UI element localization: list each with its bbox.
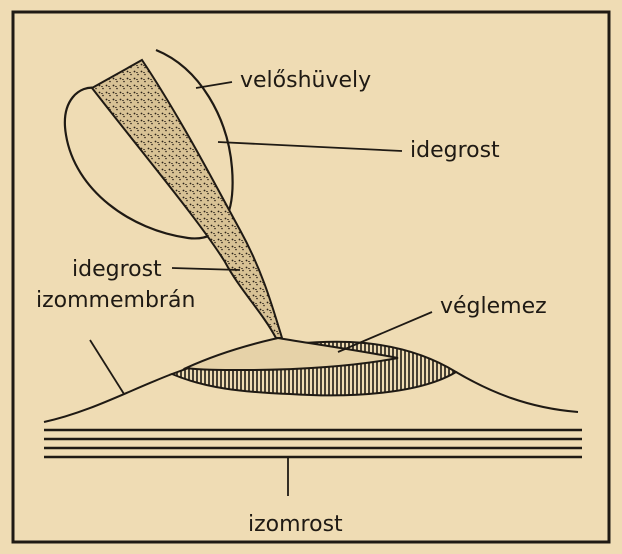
label-myelin-sheath: velőshüvely	[240, 70, 371, 92]
label-muscle-membrane: izommembrán	[36, 290, 195, 312]
label-nerve-fiber-top: idegrost	[410, 140, 500, 162]
label-nerve-fiber-left: idegrost	[72, 259, 162, 281]
leader-muscle-membrane	[90, 340, 124, 394]
label-end-plate: véglemez	[440, 296, 547, 318]
muscle-membrane-right	[456, 372, 578, 412]
label-muscle-fiber: izomrost	[248, 514, 343, 536]
muscle-membrane-left	[44, 374, 172, 422]
leader-nerve-fiber-top	[218, 142, 402, 151]
